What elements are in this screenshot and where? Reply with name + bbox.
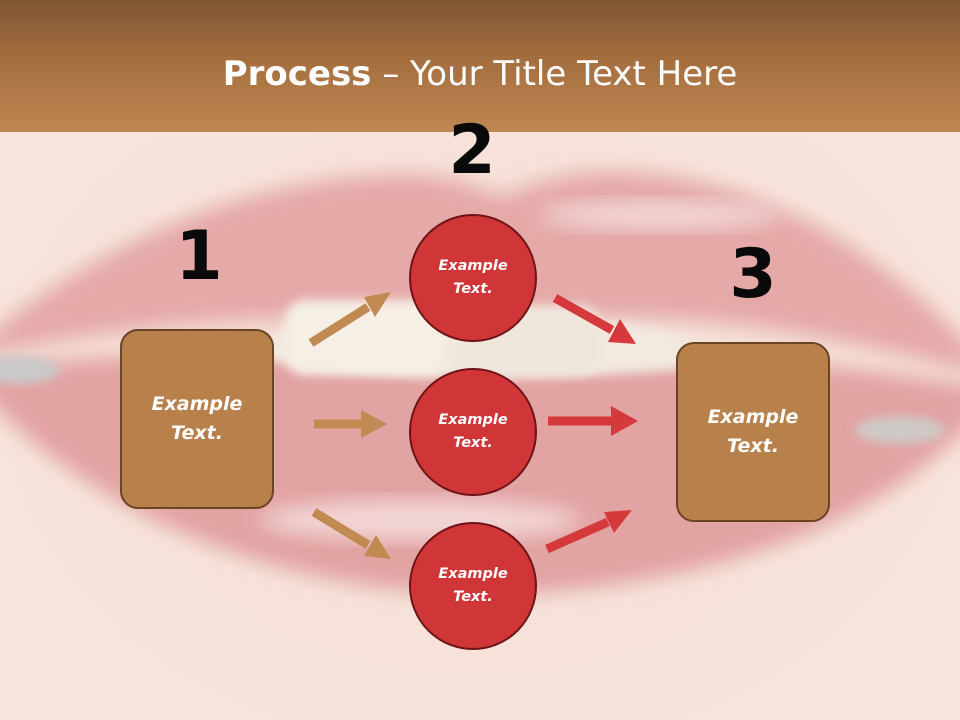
arrow-bottom-to-3 — [545, 510, 632, 554]
step-2-circle-top: Example Text. — [409, 214, 537, 342]
arrow-middle-to-3 — [548, 406, 638, 436]
arrow-1-to-top — [308, 292, 391, 347]
step-2-circle-middle: Example Text. — [409, 368, 537, 496]
step-2-circle-bottom: Example Text. — [409, 522, 537, 650]
step-3-label: Example Text. — [707, 406, 799, 457]
step-1-label: Example Text. — [151, 393, 243, 444]
step-number-2: 2 — [448, 111, 496, 190]
step-2-circle-top-label: Example Text. — [438, 258, 508, 297]
step-2-circle-middle-label: Example Text. — [438, 412, 508, 451]
arrow-1-to-bottom — [311, 508, 391, 559]
step-number-1: 1 — [175, 217, 223, 296]
step-2-circle-bottom-label: Example Text. — [438, 566, 508, 605]
slide-title: Process – Your Title Text Here — [0, 52, 960, 96]
header-band — [0, 0, 960, 132]
arrow-1-to-middle — [314, 410, 387, 438]
step-number-3: 3 — [729, 235, 777, 314]
title-rest: – Your Title Text Here — [371, 54, 738, 94]
step-1-box: Example Text. — [120, 329, 274, 509]
step-3-box: Example Text. — [676, 342, 830, 522]
title-bold: Process — [222, 54, 372, 94]
arrow-top-to-3 — [552, 294, 636, 344]
